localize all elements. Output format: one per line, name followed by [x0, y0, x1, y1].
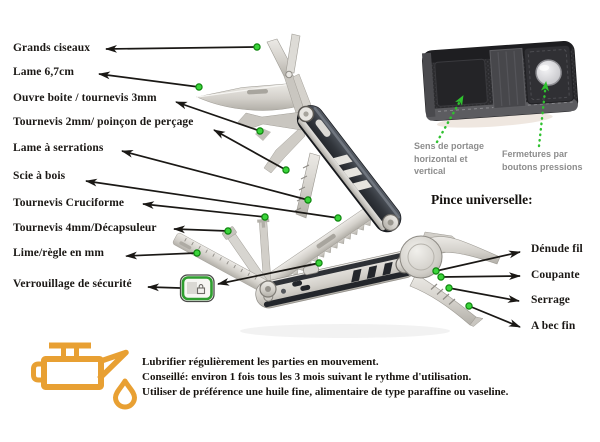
label-tournevis-cruciforme: Tournevis Cruciforme	[13, 197, 125, 209]
pouch-caption-snap: Fermetures par boutons pressions	[502, 149, 583, 172]
label-tournevis-2mm: Tournevis 2mm/ poinçon de perçage	[13, 116, 194, 128]
label-lame-67cm: Lame 6,7cm	[13, 66, 75, 78]
label-coupante: Coupante	[531, 269, 580, 281]
pouch-caption-carry: Sens de portage horizontal et vertical	[414, 141, 485, 176]
pliers-section-heading: Pince universelle:	[431, 192, 533, 207]
multitool-photo	[172, 33, 501, 338]
label-verrouillage: Verrouillage de sécurité	[13, 278, 132, 290]
label-denude-fil: Dénude fil	[531, 243, 583, 255]
safety-lock-detail-icon	[179, 274, 215, 303]
label-ouvre-boite: Ouvre boite / tournevis 3mm	[13, 92, 157, 104]
label-tournevis-4mm: Tournevis 4mm/Décapsuleur	[13, 222, 157, 234]
label-lame-serrations: Lame à serrations	[13, 142, 104, 154]
label-a-bec-fin: A bec fin	[531, 320, 576, 332]
label-serrage: Serrage	[531, 294, 571, 306]
maintenance-note-line1: Lubrifier régulièrement les parties en m…	[142, 356, 379, 368]
green-dotted-arrows	[435, 80, 549, 148]
maintenance-note-line2: Conseillé: environ 1 fois tous les 3 moi…	[142, 371, 472, 383]
green-dots	[193, 43, 473, 310]
maintenance-note-line3: Utiliser de préférence une huile fine, a…	[142, 386, 509, 398]
oil-can-icon	[31, 342, 137, 410]
label-lime-regle: Lime/règle en mm	[13, 247, 105, 259]
label-scie-a-bois: Scie à bois	[13, 170, 66, 182]
belt-pouch-photo	[421, 40, 579, 128]
connector-lines	[85, 44, 521, 328]
label-grands-ciseaux: Grands ciseaux	[13, 42, 91, 54]
